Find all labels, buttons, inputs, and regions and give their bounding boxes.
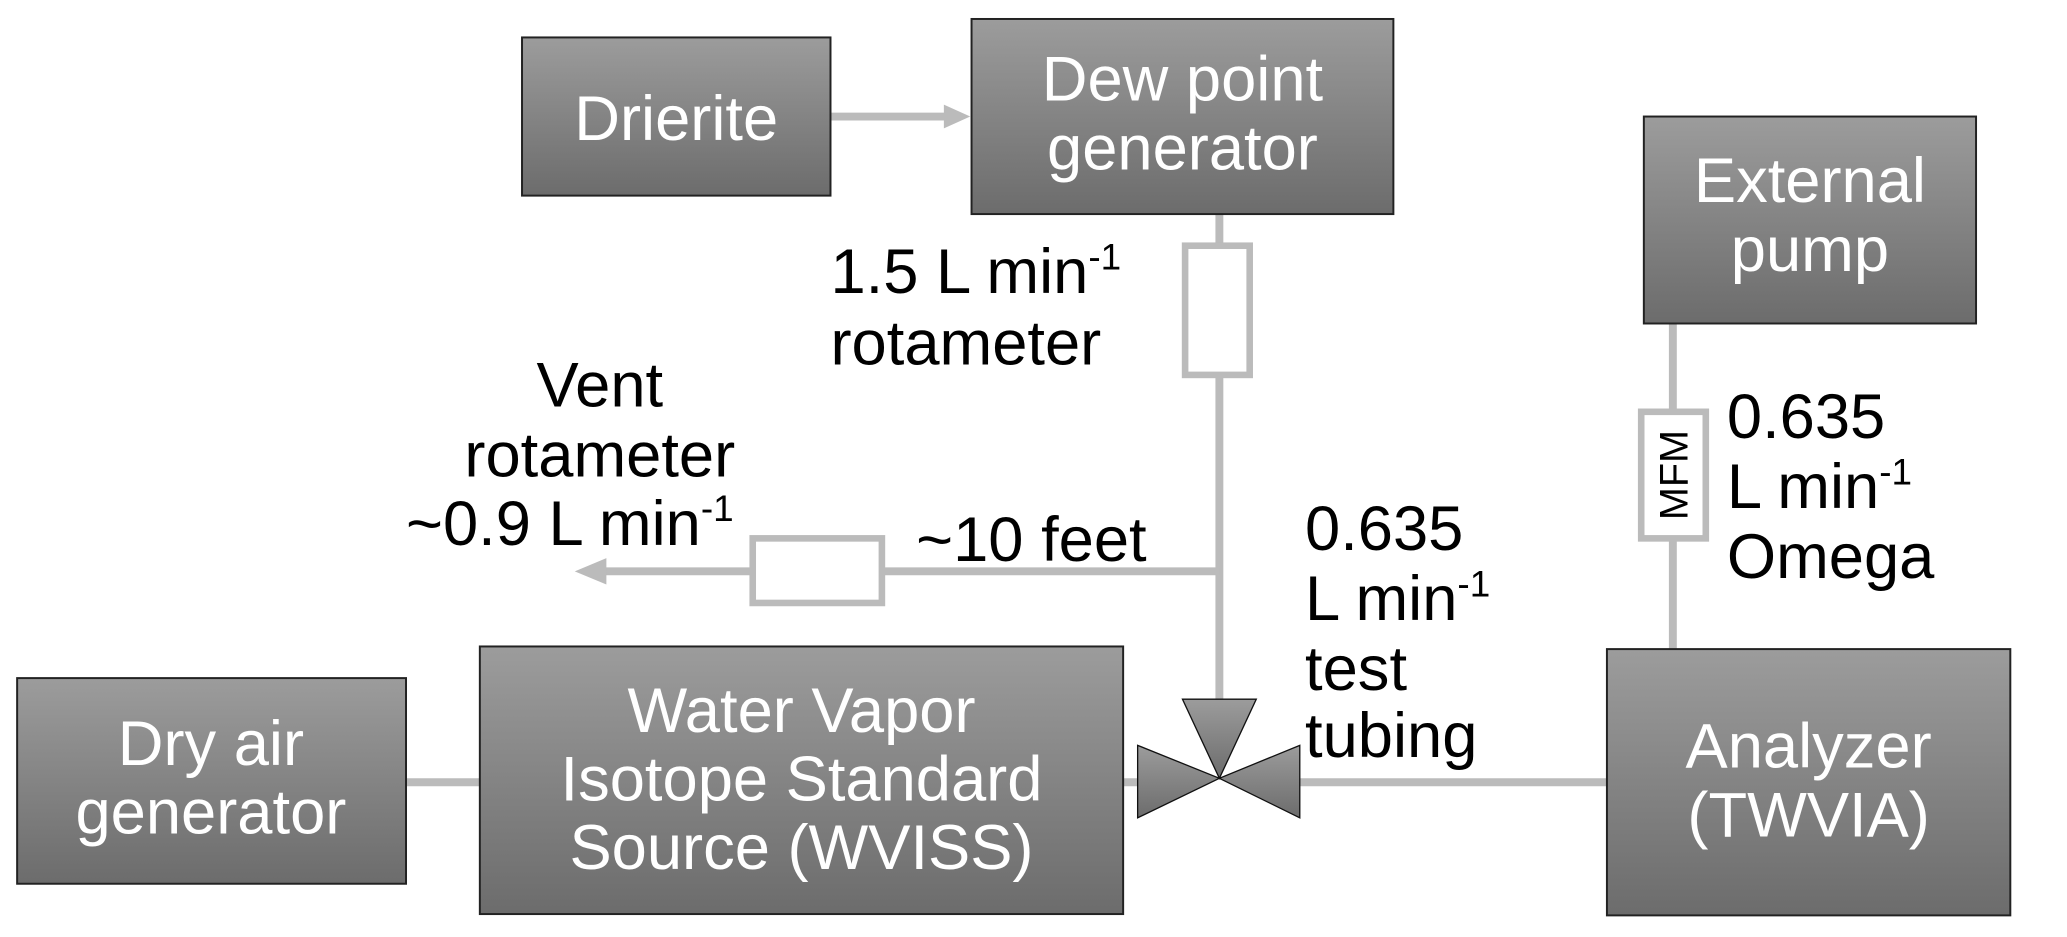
box-external-pump: External pump (1642, 115, 1978, 325)
tubing-length-label: ~10 feet (916, 505, 1147, 575)
svg-text:Dew point: Dew point (1042, 45, 1324, 115)
omega-label: Omega (1727, 522, 1935, 592)
svg-text:Dry air: Dry air (118, 709, 304, 779)
test-label: test (1305, 634, 1407, 704)
box-drierite: Drierite (521, 36, 832, 197)
svg-text:Drierite: Drierite (574, 84, 778, 154)
tubing-label: tubing (1305, 701, 1477, 771)
mfm-meter (1637, 408, 1710, 542)
rotameter-word-label: rotameter (830, 308, 1101, 378)
svg-text:generator: generator (76, 778, 347, 848)
vent-arrow-icon (574, 558, 607, 585)
svg-text:External: External (1694, 146, 1926, 216)
vent-label: Vent (536, 351, 663, 421)
svg-text:pump: pump (1731, 215, 1889, 285)
svg-text:Water Vapor: Water Vapor (627, 676, 975, 746)
vent-flow-label: ~0.9 L min-1 (406, 488, 734, 559)
svg-text:Isotope Standard: Isotope Standard (561, 745, 1043, 815)
svg-text:generator: generator (1047, 113, 1318, 183)
box-dry-air-generator: Dry air generator (16, 677, 408, 885)
svg-text:Analyzer: Analyzer (1686, 712, 1932, 782)
vent-rotameter-label: rotameter (464, 420, 735, 490)
test-flow-unit: L min-1 (1305, 563, 1490, 634)
box-analyzer: Analyzer (TWVIA) (1605, 648, 2012, 917)
arrow-head-icon (943, 104, 971, 129)
box-dew-point-generator: Dew point generator (970, 17, 1395, 216)
rotameter-1-5 (1181, 242, 1253, 379)
box-wviss: Water Vapor Isotope Standard Source (WVI… (478, 645, 1125, 916)
rotameter-flow-label: 1.5 L min-1 (830, 236, 1121, 307)
svg-text:(TWVIA): (TWVIA) (1687, 780, 1929, 850)
vent-rotameter (749, 535, 886, 607)
mfm-label: MFM (1652, 430, 1696, 520)
svg-text:Source (WVISS): Source (WVISS) (569, 813, 1033, 883)
test-flow-value: 0.635 (1305, 494, 1463, 564)
omega-flow-unit: L min-1 (1727, 451, 1912, 522)
omega-flow-value: 0.635 (1727, 382, 1885, 452)
three-way-valve-icon (1136, 698, 1301, 819)
